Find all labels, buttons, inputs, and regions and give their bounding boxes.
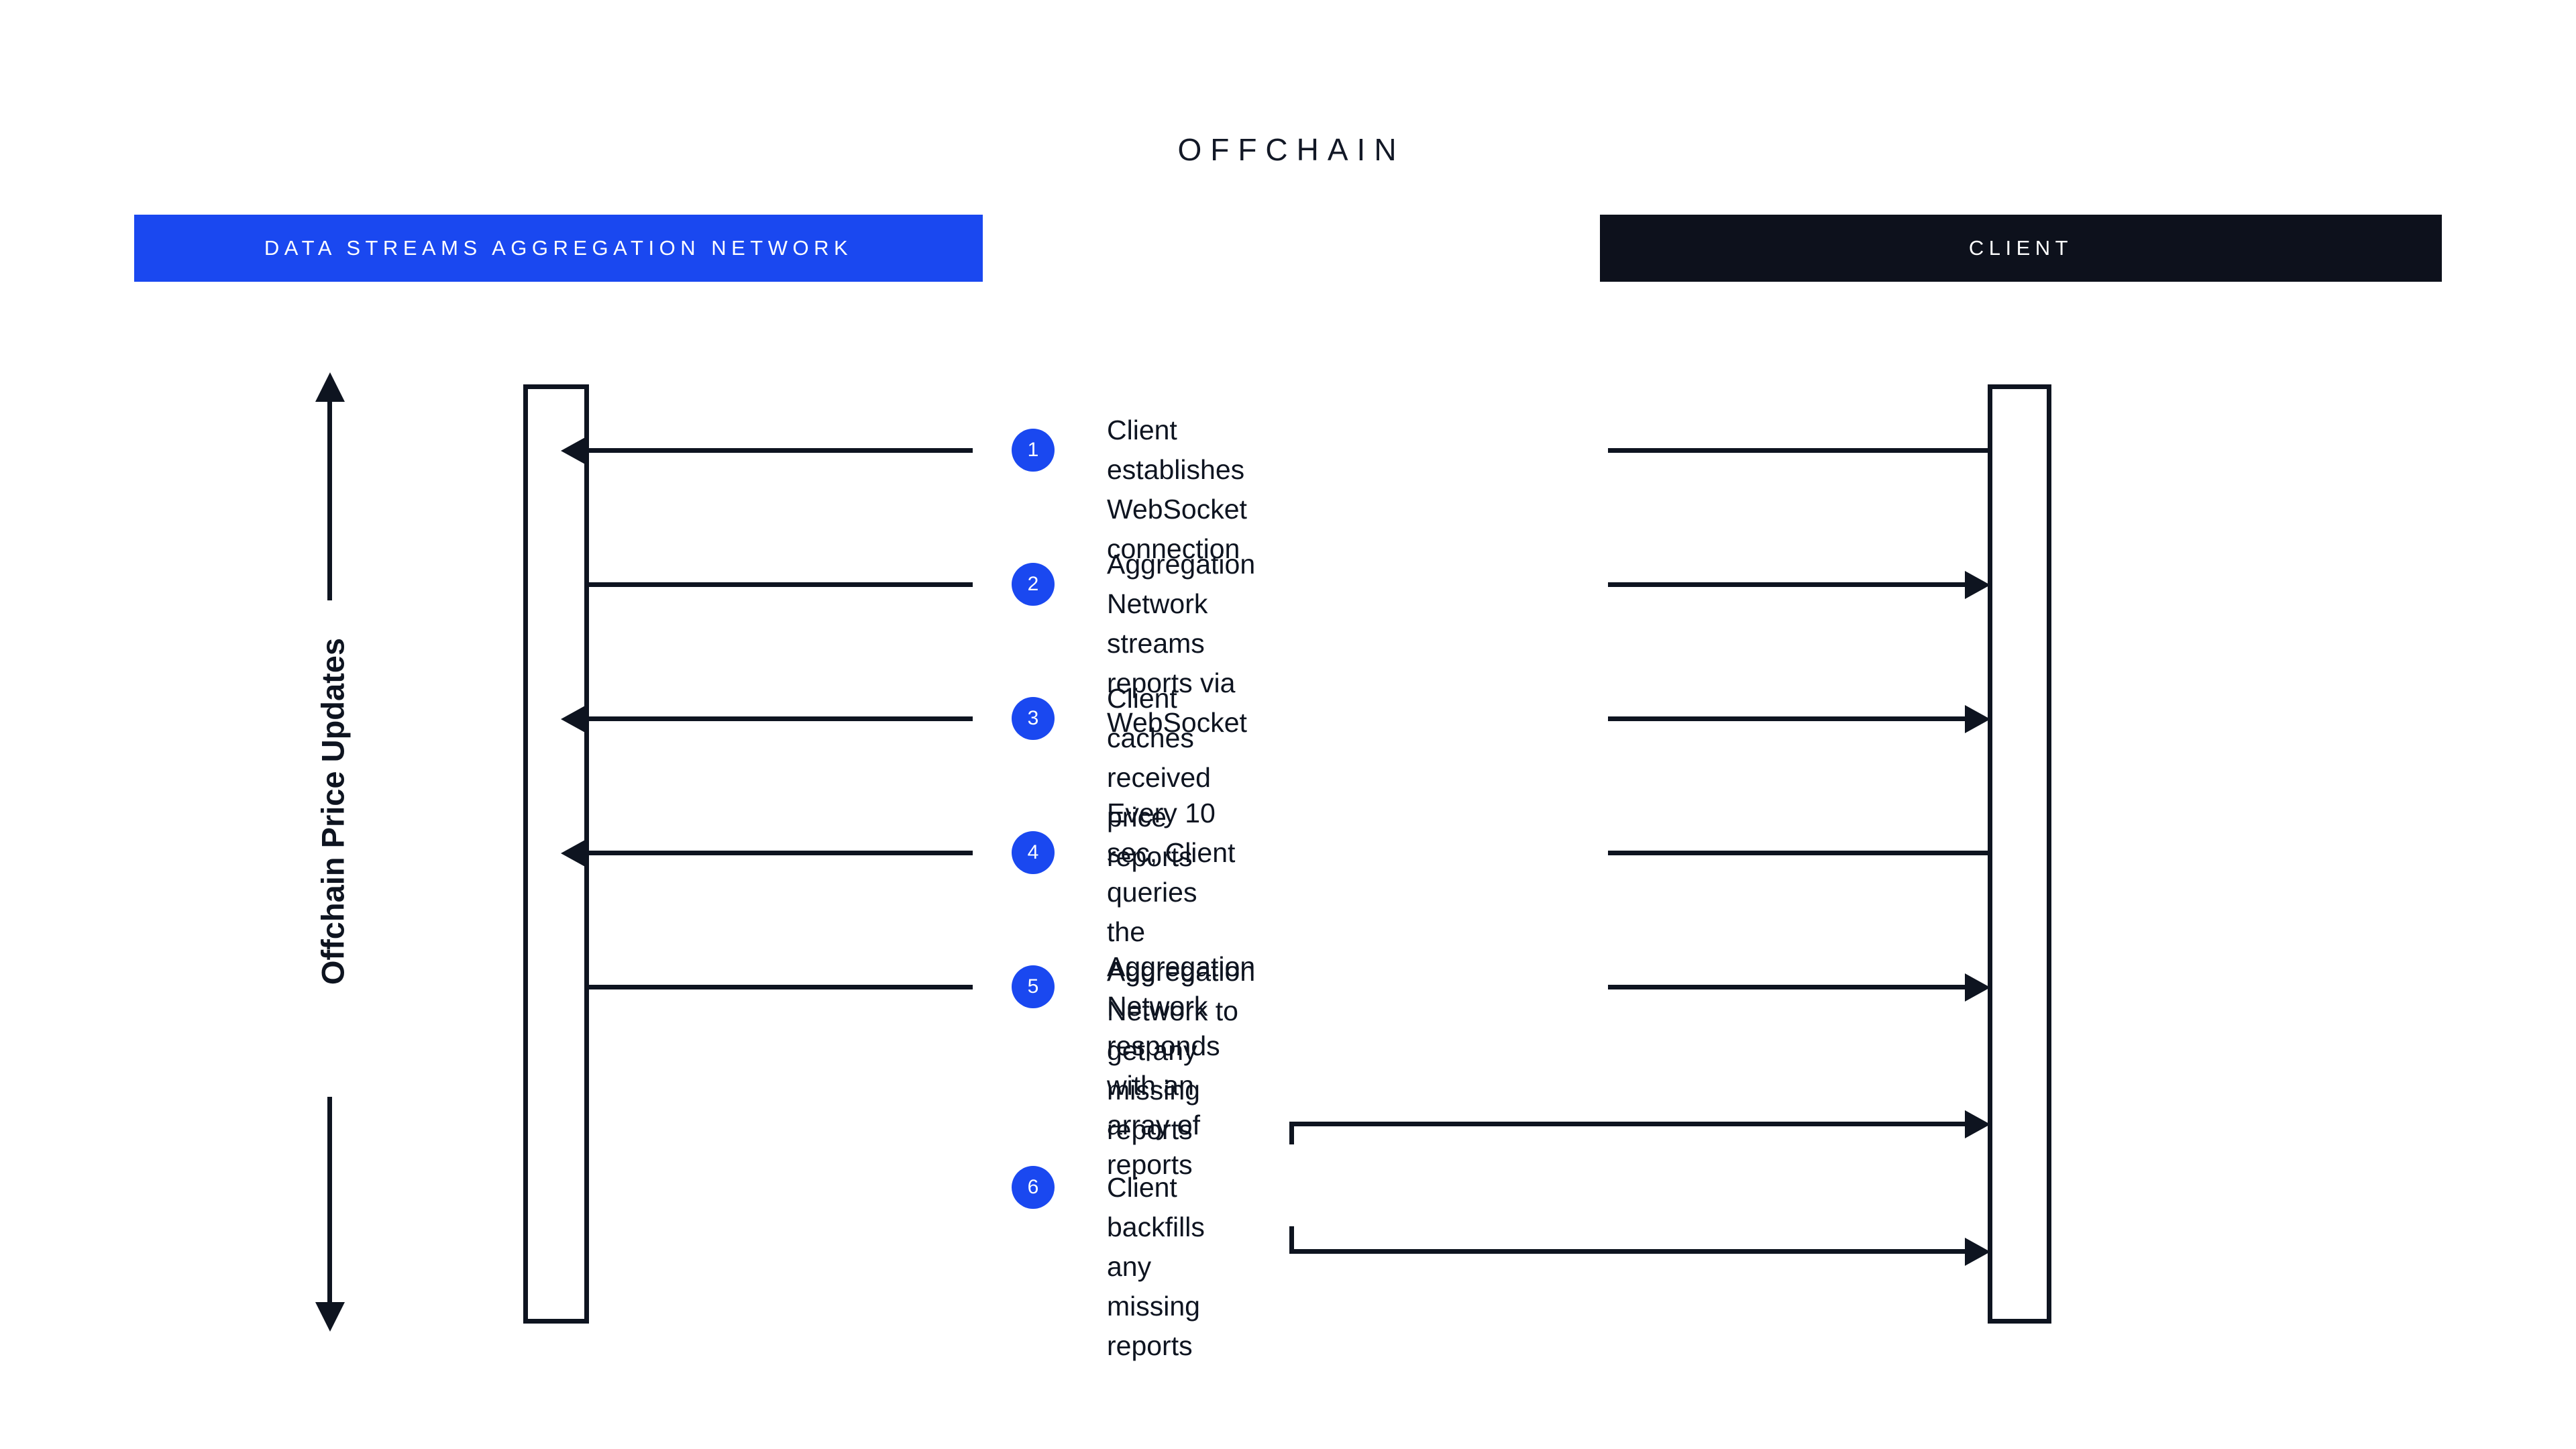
offchain-price-updates-axis: Offchain Price Updates: [288, 372, 369, 1332]
lifeline-client: [1988, 384, 2051, 1324]
step-badge-2: 2: [1012, 563, 1055, 606]
backfill-line-top: [1289, 1122, 1965, 1126]
step-caption-5: Aggregation Network responds with an arr…: [1107, 951, 1256, 1180]
message-line-right-2: [1608, 582, 1965, 587]
down-arrow-icon: [315, 1302, 345, 1332]
arrowhead-left-3: [561, 705, 586, 733]
step-caption-3: Client caches received price reports: [1107, 683, 1211, 872]
arrowhead-left-4: [561, 839, 586, 867]
step-caption-1: Client establishes WebSocket connection: [1107, 415, 1247, 564]
message-line-right-1: [1608, 448, 1990, 453]
step-badge-5: 5: [1012, 965, 1055, 1008]
lane-header-client: CLIENT: [1600, 215, 2442, 282]
arrowhead-right-5: [1965, 973, 1990, 1002]
message-line-left-3: [586, 716, 973, 721]
axis-label-mask: [311, 600, 349, 1097]
arrowhead-right-2: [1965, 571, 1990, 599]
message-line-left-1: [586, 448, 973, 453]
axis-label: Offchain Price Updates: [315, 637, 351, 985]
up-arrow-icon: [315, 372, 345, 402]
message-line-right-3: [1608, 716, 1965, 721]
message-line-left-5: [586, 985, 973, 989]
lane-header-client-label: CLIENT: [1968, 236, 2074, 260]
step-caption-2: Aggregation Network streams reports via …: [1107, 549, 1256, 738]
step-caption-4: Every 10 sec, Client queries the Aggrega…: [1107, 798, 1256, 1145]
backfill-stub-top: [1289, 1122, 1294, 1144]
step-badge-3: 3: [1012, 697, 1055, 740]
message-line-right-4: [1608, 851, 1990, 855]
arrowhead-left-1: [561, 437, 586, 465]
arrowhead-right-3: [1965, 705, 1990, 733]
message-line-left-2: [586, 582, 973, 587]
backfill-stub-bottom: [1289, 1226, 1294, 1249]
page-title: OFFCHAIN: [1177, 132, 1405, 167]
arrowhead-right-6-top: [1965, 1110, 1990, 1138]
arrowhead-right-6-bottom: [1965, 1238, 1990, 1266]
backfill-line-bottom: [1289, 1249, 1965, 1254]
step-badge-1: 1: [1012, 429, 1055, 472]
message-line-right-5: [1608, 985, 1965, 989]
message-line-left-4: [586, 851, 973, 855]
lane-header-aggregation-network-label: DATA STREAMS AGGREGATION NETWORK: [264, 236, 853, 260]
step-badge-6: 6: [1012, 1166, 1055, 1209]
lane-header-aggregation-network: DATA STREAMS AGGREGATION NETWORK: [134, 215, 983, 282]
step-caption-6: Client backfills any missing reports: [1107, 1172, 1205, 1361]
step-badge-4: 4: [1012, 831, 1055, 874]
